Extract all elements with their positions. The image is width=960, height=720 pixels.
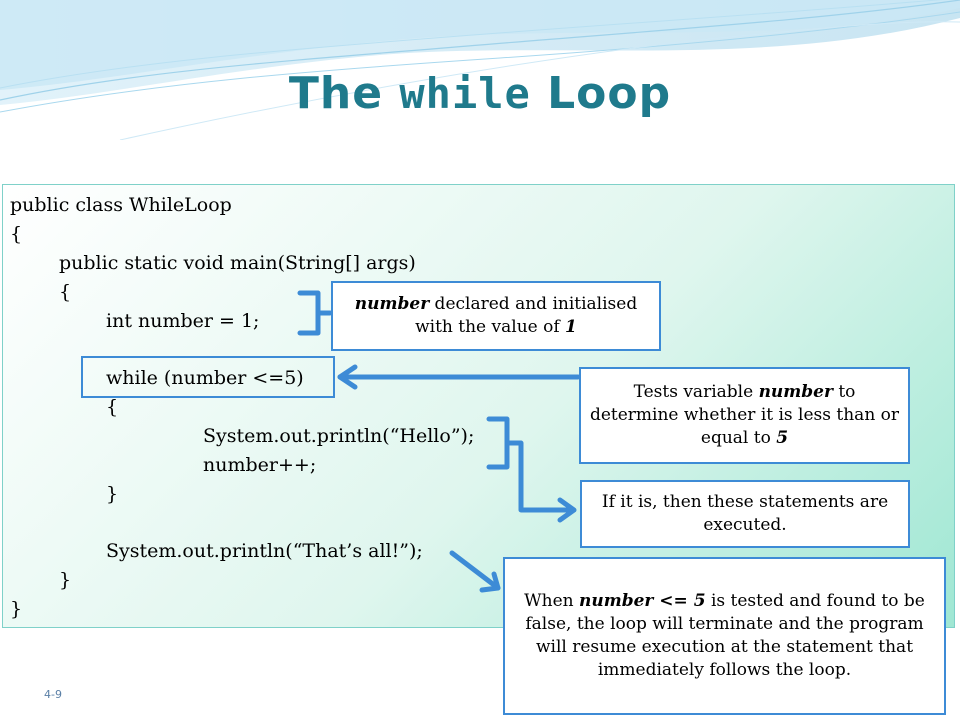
code-line-5: int number = 1;: [106, 310, 260, 332]
slide-title-keyword: while: [399, 69, 531, 118]
code-line-2: {: [10, 223, 23, 245]
slide-title-suffix: Loop: [547, 68, 672, 119]
callout-executed-text: If it is, then these statements are exec…: [601, 492, 889, 535]
callout-terminate-text-b: is tested and found to be false, the loo…: [525, 591, 925, 680]
code-line-1: public class WhileLoop: [10, 194, 232, 216]
code-line-4: {: [59, 281, 72, 303]
callout-tests-var: number: [758, 382, 833, 402]
code-line-8: System.out.println(“Hello”);: [203, 425, 475, 447]
while-condition-highlight: [81, 356, 335, 398]
header-wave-decoration: [0, 0, 960, 140]
callout-terminate: When number <= 5 is tested and found to …: [503, 557, 946, 715]
code-line-11: System.out.println(“That’s all!”);: [106, 540, 423, 562]
slide-title-prefix: The: [288, 68, 384, 119]
callout-tests-value: 5: [776, 428, 789, 448]
callout-tests-text-a: Tests variable: [633, 382, 759, 402]
callout-terminate-text-a: When: [524, 591, 580, 611]
slide-title: The while Loop: [0, 68, 960, 119]
code-line-12: }: [59, 569, 72, 591]
callout-tests: Tests variable number to determine wheth…: [579, 367, 910, 464]
code-line-6: while (number <=5): [106, 367, 304, 389]
callout-executed: If it is, then these statements are exec…: [580, 480, 910, 548]
code-line-3: public static void main(String[] args): [59, 252, 416, 274]
callout-declared-value: 1: [565, 317, 577, 337]
callout-terminate-condition: number <= 5: [579, 591, 706, 611]
callout-tests-text-b: to determine whether it is less than or …: [589, 382, 900, 448]
code-line-10: }: [106, 483, 119, 505]
code-line-7: {: [106, 396, 119, 418]
slide-number: 4-9: [44, 688, 62, 701]
callout-declared: number declared and initialised with the…: [331, 281, 661, 351]
code-line-9: number++;: [203, 454, 317, 476]
callout-declared-var: number: [354, 294, 430, 314]
code-line-13: }: [10, 598, 23, 620]
callout-declared-text: declared and initialised with the value …: [415, 294, 638, 337]
